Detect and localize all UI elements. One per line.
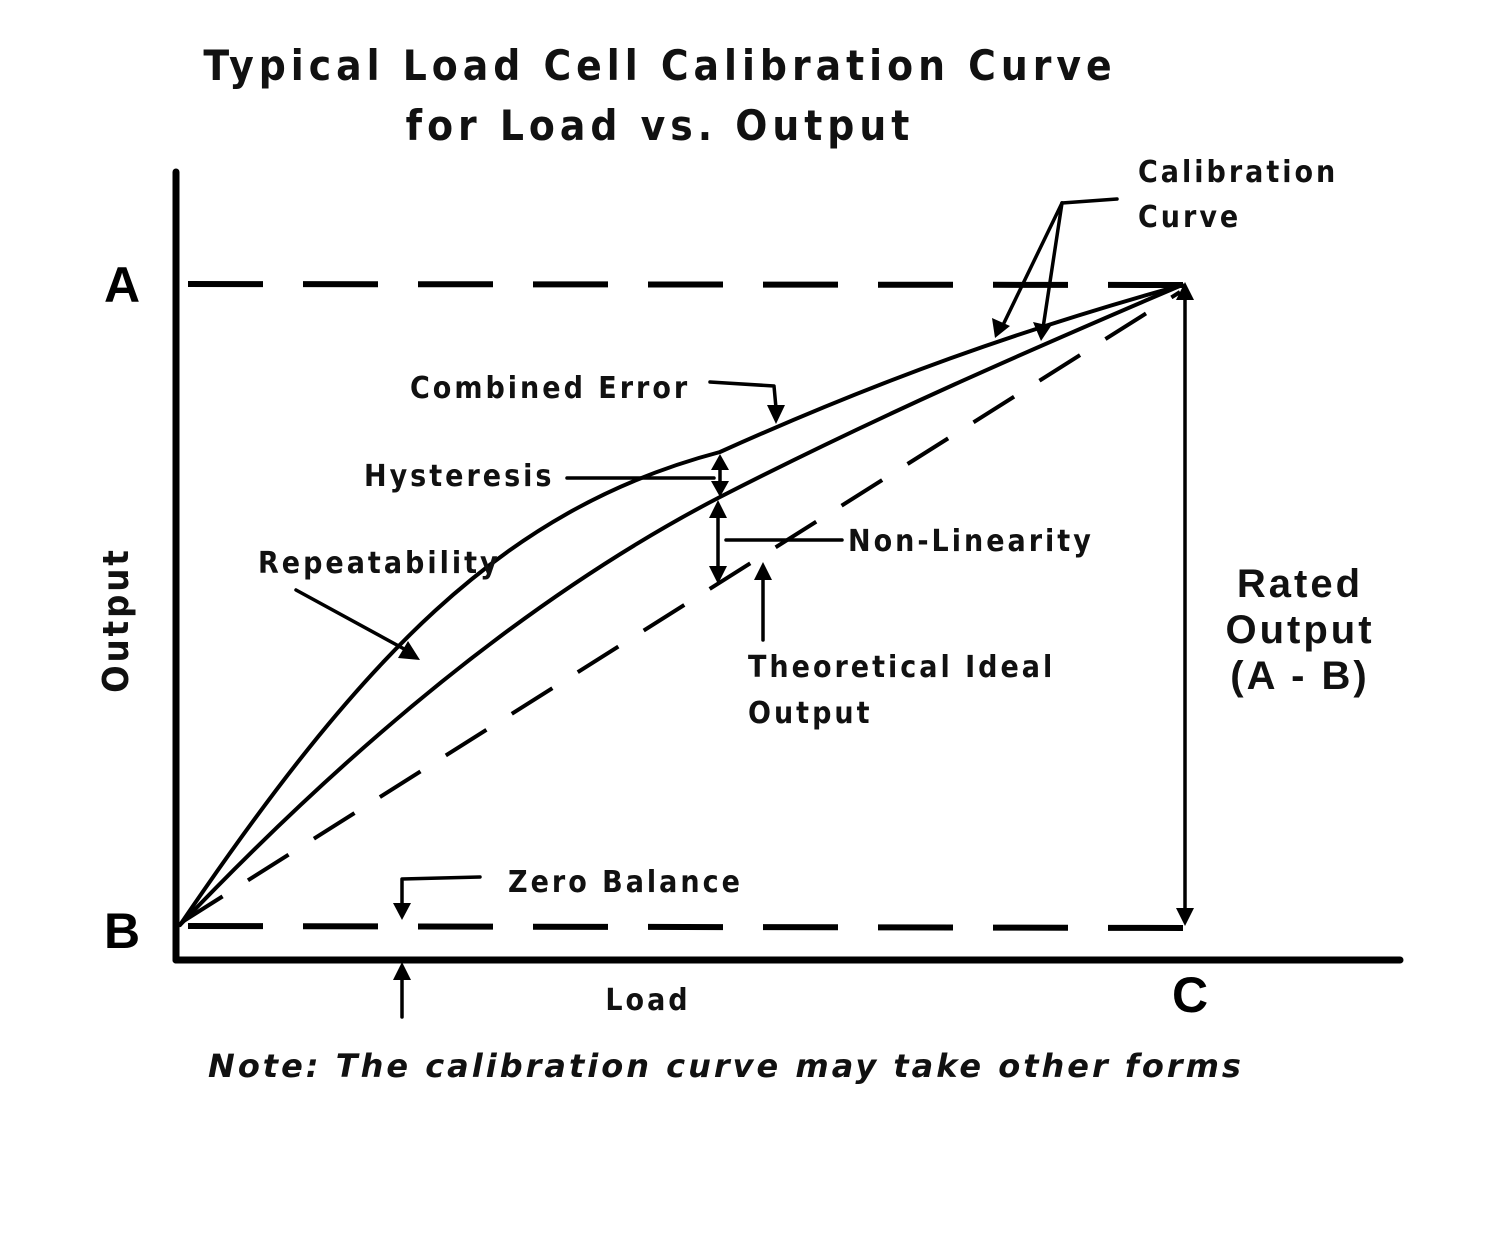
upper-calibration-curve [178, 283, 1184, 927]
rated-output-label-line-1: Rated [1237, 562, 1363, 606]
combined-error-label: Combined Error [410, 371, 690, 406]
hysteresis-arrowhead-up [711, 454, 729, 470]
title-line-2: for Load vs. Output [406, 101, 915, 150]
calibration-callout-leader [1060, 197, 1119, 205]
calibration-callout-branch-2 [1041, 201, 1064, 330]
y-axis-label: Output [96, 547, 137, 693]
non-linearity-arrowhead-up [709, 500, 727, 518]
zero-balance-leader [400, 875, 482, 906]
lower-calibration-curve [178, 283, 1184, 927]
rated-output-arrowhead-down [1176, 908, 1194, 926]
calibration-arrowhead-2 [1033, 322, 1051, 341]
corner-label-b: B [104, 903, 140, 959]
footnote: Note: The calibration curve may take oth… [208, 1047, 1244, 1085]
calibration-arrowhead-1 [992, 318, 1010, 338]
theoretical-ideal-label-line-1: Theoretical Ideal [748, 650, 1055, 685]
repeatability-arrowhead [398, 641, 420, 660]
zero-balance-arrowhead-up [393, 962, 411, 980]
rated-output-label-line-3: (A - B) [1230, 654, 1369, 698]
zero-balance-label: Zero Balance [508, 865, 743, 900]
calibration-callout-branch-1 [1001, 201, 1064, 327]
theoretical-ideal-arrowhead [754, 562, 772, 580]
combined-error-arrowhead [767, 405, 785, 424]
rated-output-line-a [187, 281, 1186, 288]
non-linearity-label: Non-Linearity [848, 524, 1094, 559]
hysteresis-arrowhead-down [711, 481, 729, 497]
x-axis-label: Load [605, 983, 690, 1018]
corner-label-c: C [1172, 967, 1208, 1023]
zero-balance-arrowhead-down [393, 903, 411, 920]
title-line-1: Typical Load Cell Calibration Curve [203, 41, 1116, 90]
hysteresis-label: Hysteresis [364, 459, 554, 494]
combined-error-leader [708, 380, 778, 410]
corner-label-a: A [104, 257, 140, 313]
repeatability-leader [294, 588, 408, 652]
zero-output-line-b [187, 923, 1186, 931]
rated-output-arrowhead-up [1176, 282, 1194, 300]
calibration-curve-label-line-1: Calibration [1138, 155, 1338, 190]
non-linearity-arrowhead-down [709, 566, 727, 584]
calibration-curve-label-line-2: Curve [1138, 200, 1241, 235]
theoretical-ideal-line [180, 290, 1182, 924]
repeatability-label: Repeatability [258, 546, 501, 581]
rated-output-label-line-2: Output [1225, 608, 1374, 652]
theoretical-ideal-label-line-2: Output [748, 696, 873, 731]
